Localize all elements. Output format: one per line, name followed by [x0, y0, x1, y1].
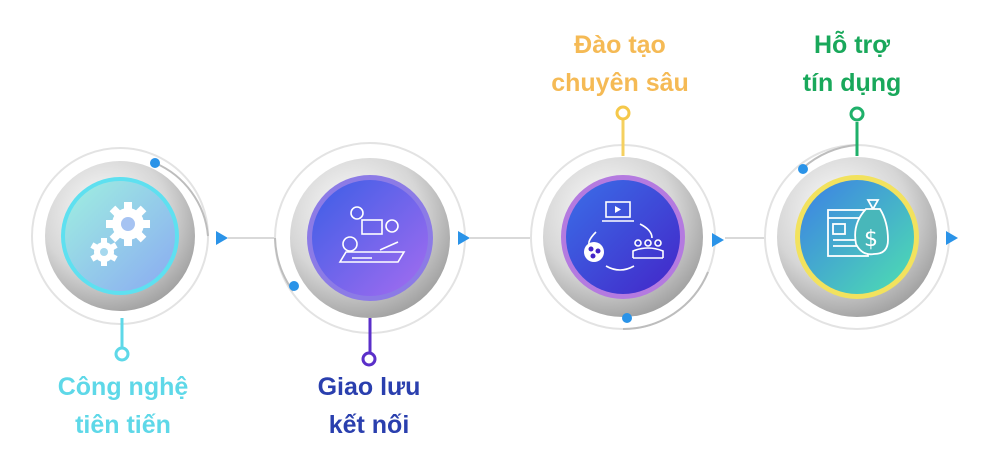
step-2-label-line1: Giao lưu [317, 373, 421, 401]
step-3-label: Đào tạo chuyên sâu [510, 26, 730, 102]
arrow-right-icon [216, 231, 228, 245]
step-4-pin [849, 106, 865, 122]
orbit-dot [289, 281, 299, 291]
step-3-pin [615, 105, 631, 121]
arrow-right-icon [712, 233, 724, 247]
step-4-label-line1: Hỗ trợ [813, 31, 891, 59]
step-4-node: $ [764, 106, 958, 330]
step-2-pin [361, 351, 377, 367]
training-icon [584, 201, 664, 271]
step-1-pin [114, 346, 130, 362]
money-bag-icon: $ [827, 199, 889, 257]
meeting-icon [338, 206, 406, 263]
step-4-label-line2: tín dụng [802, 69, 902, 97]
step-2-label: Giao lưu kết nối [259, 368, 479, 444]
step-1-label-line2: tiên tiến [75, 411, 171, 439]
step-4-label: Hỗ trợ tín dụng [742, 26, 962, 102]
svg-text:$: $ [864, 227, 878, 252]
step-2-label-line2: kết nối [328, 411, 410, 439]
arrow-right-icon [946, 231, 958, 245]
gears-icon [90, 202, 150, 266]
step-1-label: Công nghệ tiên tiến [13, 368, 233, 444]
step-1-node [31, 147, 228, 362]
orbit-dot [798, 164, 808, 174]
step-3-label-line2: chuyên sâu [551, 69, 689, 97]
orbit-dot [150, 158, 160, 168]
step-3-label-line1: Đào tạo [574, 31, 666, 59]
orbit-dot [622, 313, 632, 323]
step-2-node [274, 142, 470, 367]
step-1-label-line1: Công nghệ [57, 373, 189, 401]
step-3-node [530, 105, 724, 330]
arrow-right-icon [458, 231, 470, 245]
